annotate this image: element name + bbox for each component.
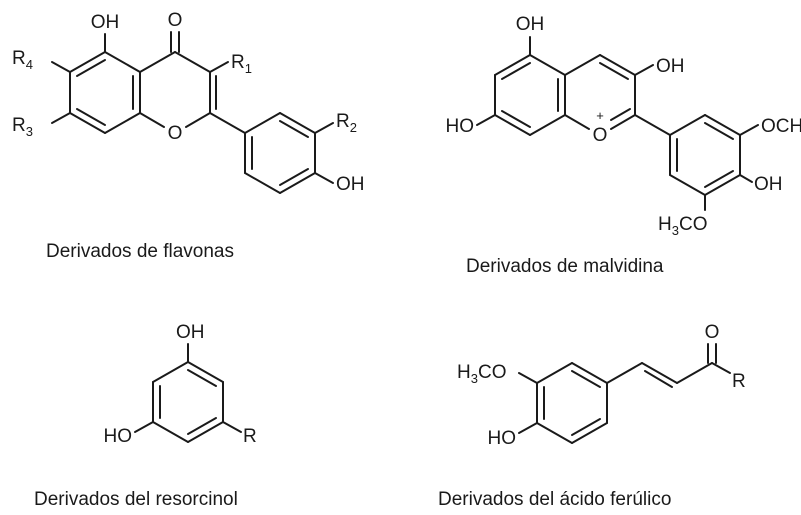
- malvidina-h3co: H3CO: [658, 214, 707, 238]
- flavona-ring-oxygen: O: [168, 123, 183, 144]
- flavona-oh-5: OH: [91, 12, 120, 33]
- resorcinol-oh-top: OH: [176, 322, 205, 343]
- malvidina-ring-oxygen: O: [593, 125, 608, 146]
- resorcinol-r: R: [243, 426, 257, 447]
- flavona-oh-4prime: OH: [336, 174, 365, 195]
- ferulico-carbonyl-oxygen: O: [705, 322, 720, 343]
- caption-flavonas: Derivados de flavonas: [46, 241, 234, 262]
- malvidina-positive-charge: +: [596, 108, 604, 123]
- flavona-r1: R1: [231, 52, 252, 76]
- flavona-bonds: [51, 31, 334, 194]
- ferulico-r: R: [732, 371, 746, 392]
- resorcinol-ho-left: HO: [104, 426, 133, 447]
- malvidina-oh-5: OH: [516, 14, 545, 35]
- caption-resorcinol: Derivados del resorcinol: [34, 489, 238, 510]
- malvidina-och3: OCH3: [761, 116, 801, 140]
- malvidina-oh-3: OH: [656, 56, 685, 77]
- resorcinol-structure: OH HO R: [104, 322, 257, 447]
- caption-ferulico: Derivados del ácido ferúlico: [438, 489, 671, 510]
- malvidina-structure: OH OH HO O + OCH3 OH H3CO: [446, 14, 801, 238]
- ferulico-h3co: H3CO: [457, 362, 506, 386]
- flavona-structure: OH O R1 R4 R3 O R2 OH: [12, 10, 365, 195]
- flavona-r2: R2: [336, 111, 357, 135]
- flavona-r3: R3: [12, 115, 33, 139]
- malvidina-bonds: [476, 36, 759, 211]
- flavona-r4: R4: [12, 48, 33, 72]
- caption-malvidina: Derivados de malvidina: [466, 256, 664, 277]
- ferulico-ho: HO: [488, 428, 517, 449]
- ferulico-bonds: [518, 343, 731, 444]
- ferulico-structure: H3CO HO O R: [457, 322, 746, 449]
- resorcinol-bonds: [134, 343, 242, 443]
- flavona-oxo-4: O: [168, 10, 183, 31]
- malvidina-ho-7: HO: [446, 116, 475, 137]
- malvidina-oh-4prime: OH: [754, 174, 783, 195]
